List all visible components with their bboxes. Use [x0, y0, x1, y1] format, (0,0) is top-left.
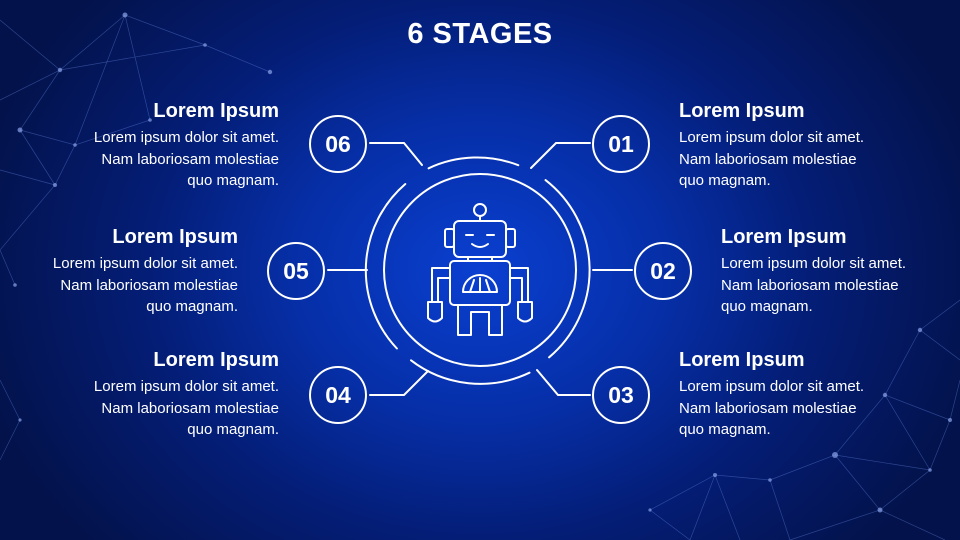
stage-heading: Lorem Ipsum	[112, 226, 238, 248]
stage-06-text: Lorem Ipsum Lorem ipsum dolor sit amet. …	[49, 99, 279, 192]
stage-number: 06	[325, 130, 351, 157]
connector-06	[369, 142, 423, 166]
stage-number: 05	[283, 257, 309, 284]
stage-description: Lorem ipsum dolor sit amet. Nam laborios…	[52, 255, 238, 315]
stage-number: 04	[325, 381, 351, 408]
stage-description: Lorem ipsum dolor sit amet. Nam laborios…	[679, 378, 865, 438]
stage-number: 02	[650, 257, 676, 284]
stage-01-badge: 01	[592, 115, 650, 173]
stage-description: Lorem ipsum dolor sit amet. Nam laborios…	[93, 378, 279, 438]
arc-right	[544, 179, 591, 359]
connector-04	[369, 370, 429, 396]
stage-04-text: Lorem Ipsum Lorem ipsum dolor sit amet. …	[49, 348, 279, 441]
arc-left	[364, 183, 407, 350]
inner-ring	[383, 173, 577, 367]
stage-number: 01	[608, 130, 634, 157]
connector-01	[530, 142, 591, 169]
stage-heading: Lorem Ipsum	[153, 349, 279, 371]
stage-05-badge: 05	[267, 242, 325, 300]
connector-03	[536, 369, 591, 396]
stage-heading: Lorem Ipsum	[153, 100, 279, 122]
stage-description: Lorem ipsum dolor sit amet. Nam laborios…	[93, 129, 279, 189]
stage-02-text: Lorem Ipsum Lorem ipsum dolor sit amet. …	[721, 225, 951, 318]
stage-06-badge: 06	[309, 115, 367, 173]
stage-description: Lorem ipsum dolor sit amet. Nam laborios…	[721, 255, 907, 315]
stage-heading: Lorem Ipsum	[679, 349, 805, 371]
stage-04-badge: 04	[309, 366, 367, 424]
arc-bottom	[410, 359, 531, 385]
stage-heading: Lorem Ipsum	[721, 226, 847, 248]
page-title: 6 STAGES	[407, 18, 553, 50]
arc-top-left	[427, 156, 520, 170]
stage-03-text: Lorem Ipsum Lorem ipsum dolor sit amet. …	[679, 348, 909, 441]
stage-01-text: Lorem Ipsum Lorem ipsum dolor sit amet. …	[679, 99, 909, 192]
stage-heading: Lorem Ipsum	[679, 100, 805, 122]
stage-02-badge: 02	[634, 242, 692, 300]
stage-number: 03	[608, 381, 634, 408]
stage-03-badge: 03	[592, 366, 650, 424]
stage-description: Lorem ipsum dolor sit amet. Nam laborios…	[679, 129, 865, 189]
stage-05-text: Lorem Ipsum Lorem ipsum dolor sit amet. …	[8, 225, 238, 318]
robot-icon	[427, 203, 533, 336]
